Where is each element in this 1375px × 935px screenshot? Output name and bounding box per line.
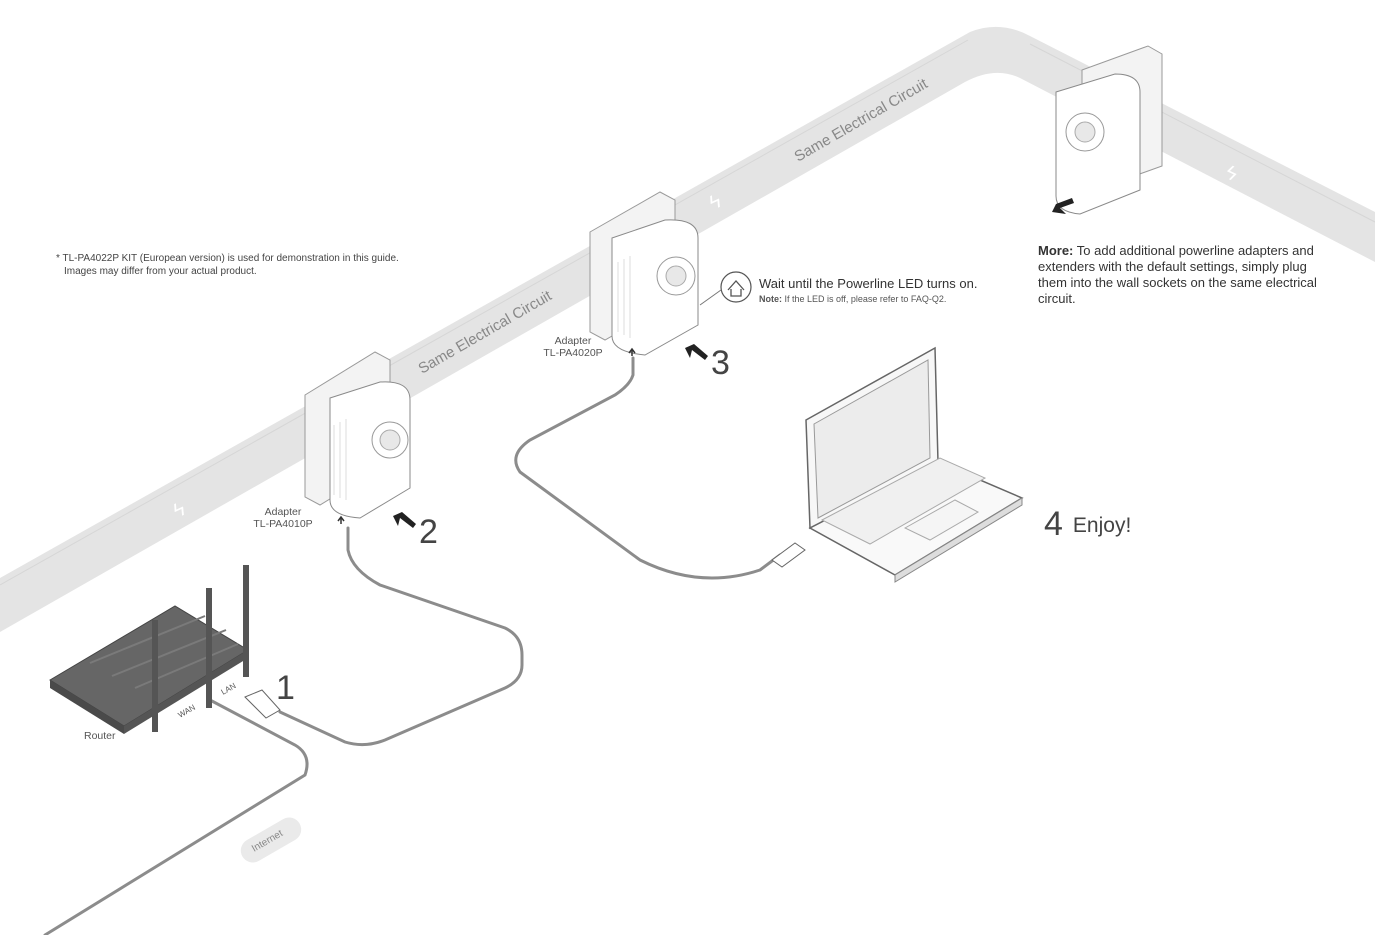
circuit-label-right: Same Electrical Circuit xyxy=(792,75,932,166)
router xyxy=(49,565,249,734)
note-text: If the LED is off, please refer to FAQ-Q… xyxy=(784,294,947,304)
wait-text: Wait until the Powerline LED turns on. xyxy=(759,276,978,291)
adapter1-model: TL-PA4010P xyxy=(253,518,313,530)
adapter2-title: Adapter xyxy=(554,335,592,347)
step-4-number: 4 xyxy=(1044,505,1063,543)
circuit-label-left: Same Electrical Circuit xyxy=(416,287,556,378)
enjoy-text: Enjoy! xyxy=(1072,514,1132,537)
step-4: 4 Enjoy! xyxy=(1044,505,1131,544)
adapter2-label: Adapter TL-PA4020P xyxy=(540,335,606,359)
adapter1-label: Adapter TL-PA4010P xyxy=(252,506,314,530)
note-label: Note: xyxy=(759,294,782,304)
laptop xyxy=(805,346,1024,583)
additional-adapter xyxy=(1055,45,1163,215)
adapter2-model: TL-PA4020P xyxy=(543,347,603,359)
router-label: Router xyxy=(84,730,116,742)
arrow-icon xyxy=(393,198,1074,528)
more-label: More: xyxy=(1038,243,1074,258)
step-3-number: 3 xyxy=(711,344,730,382)
step-2-number: 2 xyxy=(419,513,438,551)
step-1-number: 1 xyxy=(276,669,295,707)
wait-instruction: Wait until the Powerline LED turns on. N… xyxy=(759,276,977,304)
adapter1-title: Adapter xyxy=(264,506,302,518)
internet-cloud: Internet xyxy=(240,817,302,863)
more-text: To add additional powerline adapters and… xyxy=(1038,243,1317,306)
disclaimer-line-1: * TL-PA4022P KIT (European version) is u… xyxy=(56,253,399,264)
disclaimer-note: * TL-PA4022P KIT (European version) is u… xyxy=(56,252,399,278)
ethernet-plug xyxy=(771,542,806,568)
arrow-up-icon xyxy=(628,347,636,356)
more-info: More: To add additional powerline adapte… xyxy=(1038,243,1338,307)
house-led-icon xyxy=(720,271,752,303)
port-label-lan: LAN xyxy=(220,681,238,697)
disclaimer-line-2: Images may differ from your actual produ… xyxy=(64,266,257,277)
adapter-tl-pa4010p xyxy=(304,351,411,519)
ethernet-plug xyxy=(244,689,281,719)
arrow-up-icon xyxy=(337,515,345,524)
adapter-tl-pa4020p xyxy=(589,191,699,356)
port-label-wan: WAN xyxy=(177,703,198,720)
ethernet-cables xyxy=(43,356,782,935)
